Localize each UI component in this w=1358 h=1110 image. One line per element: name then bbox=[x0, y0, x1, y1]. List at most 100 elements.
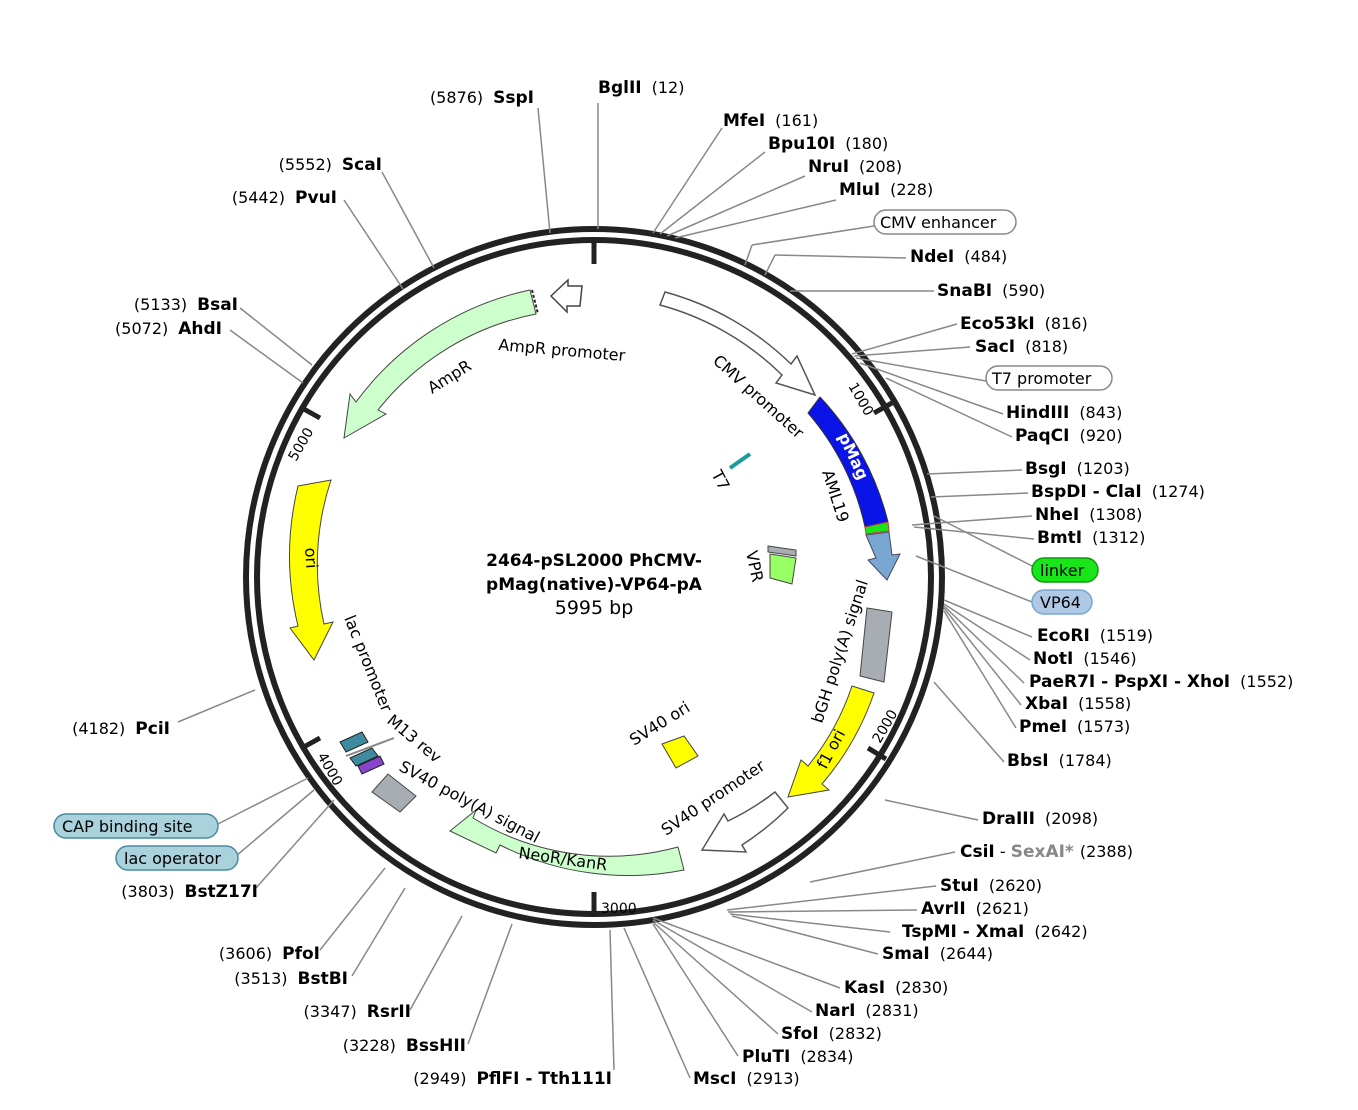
pill-vp64[interactable]: VP64 bbox=[1031, 589, 1093, 615]
site-pflfi[interactable]: (2949)PflFI - Tth111I bbox=[413, 1069, 612, 1089]
pill-linker-label: linker bbox=[1040, 561, 1085, 580]
site-smai[interactable]: SmaI(2644) bbox=[882, 944, 993, 964]
site-ahdi[interactable]: (5072)AhdI bbox=[115, 319, 222, 339]
site-sfoi-pos: (2832) bbox=[829, 1024, 882, 1043]
leader-pmei bbox=[943, 610, 1017, 729]
site-kasi[interactable]: KasI(2830) bbox=[844, 978, 948, 998]
site-ndei-pos: (484) bbox=[964, 247, 1007, 266]
site-csii[interactable]: CsiI - SexAI*(2388) bbox=[960, 842, 1133, 862]
bgh-polya-feature[interactable] bbox=[859, 607, 893, 683]
pill-cap-binding-site-bg bbox=[53, 813, 219, 839]
leader-saci bbox=[853, 346, 971, 357]
site-stui[interactable]: StuI(2620) bbox=[940, 876, 1042, 896]
site-sspi-pos: (5876) bbox=[430, 88, 483, 107]
site-pmei[interactable]: PmeI(1573) bbox=[1019, 717, 1130, 737]
linker-feature[interactable] bbox=[864, 521, 890, 535]
site-kasi-name: KasI bbox=[844, 978, 885, 998]
sites-right: BglII(12) MfeI(161) Bpu10I(180) NruI(208… bbox=[598, 78, 1293, 1089]
site-bbsi[interactable]: BbsI(1784) bbox=[1007, 751, 1112, 771]
site-nhei[interactable]: NheI(1308) bbox=[1035, 505, 1142, 525]
neor-kanr-arrow[interactable] bbox=[449, 808, 685, 876]
leader-hindiii bbox=[859, 362, 1004, 415]
sv40-polya-feature[interactable] bbox=[371, 773, 417, 813]
site-pcii[interactable]: (4182)PciI bbox=[72, 719, 170, 739]
site-bmti-name: BmtI bbox=[1037, 528, 1082, 548]
site-pvui[interactable]: (5442)PvuI bbox=[232, 188, 337, 208]
leader-mfei bbox=[652, 127, 723, 234]
leader-paer7i bbox=[943, 605, 1025, 684]
site-saci[interactable]: SacI(818) bbox=[975, 337, 1068, 357]
leader-t7p bbox=[855, 357, 987, 382]
site-bsshii[interactable]: (3228)BssHII bbox=[343, 1036, 466, 1056]
site-sspi[interactable]: (5876)SspI bbox=[430, 88, 534, 108]
site-nrui-name: NruI bbox=[808, 157, 849, 177]
site-paer7i[interactable]: PaeR7I - PspXI - XhoI(1552) bbox=[1029, 672, 1293, 692]
leader-cmv-enh-b bbox=[751, 225, 875, 246]
ampr-promoter-arrow[interactable] bbox=[549, 278, 583, 314]
site-noti-pos: (1546) bbox=[1083, 649, 1136, 668]
site-avrii[interactable]: AvrII(2621) bbox=[921, 899, 1029, 919]
site-pluti-pos: (2834) bbox=[800, 1047, 853, 1066]
m13-rev-feature[interactable] bbox=[339, 731, 369, 753]
cmv-promoter-arrow[interactable] bbox=[659, 291, 817, 397]
leader-pcii bbox=[177, 689, 256, 723]
pill-lac-operator[interactable]: lac operator bbox=[115, 845, 239, 871]
leader-smai bbox=[731, 915, 879, 955]
site-bsai[interactable]: (5133)BsaI bbox=[134, 295, 238, 315]
site-eco53ki-pos: (816) bbox=[1045, 314, 1088, 333]
site-snabi[interactable]: SnaBI(590) bbox=[937, 281, 1045, 301]
site-mfei[interactable]: MfeI(161) bbox=[723, 111, 818, 131]
leader-mlui bbox=[674, 199, 837, 239]
site-mlui-name: MluI bbox=[839, 180, 880, 200]
site-saci-pos: (818) bbox=[1025, 337, 1068, 356]
site-tspmi-xmai[interactable]: TspMI - XmaI(2642) bbox=[902, 922, 1088, 942]
ampr-arrow[interactable] bbox=[343, 289, 537, 439]
site-bpu10i[interactable]: Bpu10I(180) bbox=[768, 134, 888, 154]
pill-linker[interactable]: linker bbox=[1031, 557, 1099, 583]
site-nrui[interactable]: NruI(208) bbox=[808, 157, 902, 177]
site-bstbi[interactable]: (3513)BstBI bbox=[234, 969, 348, 989]
site-bglii-name: BglII bbox=[598, 78, 642, 98]
site-nari[interactable]: NarI(2831) bbox=[815, 1001, 919, 1021]
lac-operator-feature[interactable] bbox=[349, 747, 379, 767]
sv40-promoter-arrow[interactable] bbox=[700, 790, 790, 853]
pill-t7-promoter-bg bbox=[985, 365, 1113, 391]
vpr-feature[interactable] bbox=[769, 553, 797, 585]
t7-feature[interactable] bbox=[728, 452, 752, 470]
site-msci[interactable]: MscI(2913) bbox=[693, 1069, 800, 1089]
site-paqci[interactable]: PaqCI(920) bbox=[1015, 426, 1122, 446]
site-mlui[interactable]: MluI (228) bbox=[839, 180, 933, 200]
cap-binding-feature[interactable] bbox=[357, 755, 385, 775]
f1-ori-arrow[interactable] bbox=[787, 685, 875, 798]
site-bstz17i[interactable]: (3803)BstZ17I bbox=[121, 882, 258, 902]
site-sfoi[interactable]: SfoI(2832) bbox=[781, 1024, 882, 1044]
site-ndei[interactable]: NdeI(484) bbox=[910, 247, 1007, 267]
site-bsgi[interactable]: BsgI(1203) bbox=[1025, 459, 1130, 479]
site-draiii[interactable]: DraIII(2098) bbox=[982, 809, 1098, 829]
sv40-ori-feature[interactable] bbox=[661, 735, 699, 769]
site-ecori[interactable]: EcoRI(1519) bbox=[1037, 626, 1153, 646]
leader-kasi bbox=[652, 917, 841, 989]
site-noti[interactable]: NotI (1546) bbox=[1033, 649, 1137, 669]
pill-cmv-enhancer[interactable]: CMV enhancer bbox=[873, 209, 1017, 235]
site-hindiii[interactable]: HindIII(843) bbox=[1006, 403, 1122, 423]
site-pluti-name: PluTI bbox=[742, 1047, 790, 1067]
ampr-promoter-label: AmpR promoter bbox=[498, 335, 627, 365]
vp64-arrow[interactable] bbox=[865, 531, 901, 581]
site-noti-name: NotI bbox=[1033, 649, 1073, 669]
site-hindiii-pos: (843) bbox=[1079, 403, 1122, 422]
site-scai[interactable]: (5552)ScaI bbox=[279, 155, 382, 175]
site-xbai[interactable]: XbaI(1558) bbox=[1025, 694, 1131, 714]
ori-arrow[interactable] bbox=[289, 479, 334, 661]
site-mlui-pos: (228) bbox=[890, 180, 933, 199]
pill-cap-binding-site[interactable]: CAP binding site bbox=[53, 813, 219, 839]
pill-t7-promoter[interactable]: T7 promoter bbox=[985, 365, 1113, 391]
site-eco53ki[interactable]: Eco53kI(816) bbox=[960, 314, 1088, 334]
site-pluti[interactable]: PluTI (2834) bbox=[742, 1047, 854, 1067]
site-bglii[interactable]: BglII(12) bbox=[598, 78, 684, 98]
site-pfoi[interactable]: (3606)PfoI bbox=[219, 944, 320, 964]
site-rsrii[interactable]: (3347)RsrII bbox=[304, 1002, 411, 1022]
site-bspdi-clai[interactable]: BspDI - ClaI(1274) bbox=[1031, 482, 1205, 502]
site-bmti[interactable]: BmtI(1312) bbox=[1037, 528, 1145, 548]
site-xbai-pos: (1558) bbox=[1078, 694, 1131, 713]
